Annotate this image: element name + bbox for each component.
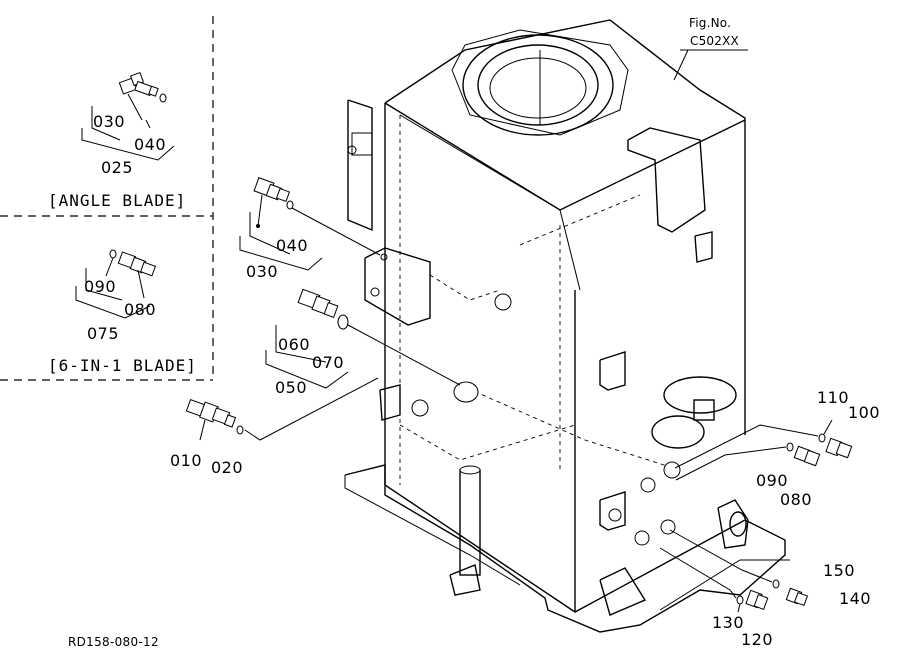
fitting-010-icon xyxy=(185,398,237,428)
housing-body xyxy=(344,19,790,633)
callout-130: 130 xyxy=(712,613,745,632)
seal-090-icon xyxy=(786,442,794,452)
seal-020-icon xyxy=(236,425,244,435)
six-in-one-fitting-icon xyxy=(109,249,156,277)
fitting-080-icon xyxy=(793,445,821,467)
callout-030: 030 xyxy=(246,262,279,281)
seal-110-icon xyxy=(818,433,826,443)
seal-150-icon xyxy=(772,579,780,589)
callout-150: 150 xyxy=(823,561,856,580)
inset-angle-part-030: 030 xyxy=(93,112,126,131)
callout-110: 110 xyxy=(817,388,850,407)
inset-angle-part-025: 025 xyxy=(101,158,134,177)
leader-010 xyxy=(199,377,379,441)
fitting-100-icon xyxy=(825,437,853,459)
callout-140: 140 xyxy=(839,589,872,608)
angle-blade-bracket xyxy=(81,93,175,161)
fitting-140-icon xyxy=(785,587,809,607)
fitting-030-icon xyxy=(253,177,291,228)
angle-blade-fitting-icon xyxy=(118,71,167,103)
angle-blade-caption: [ANGLE BLADE] xyxy=(48,191,187,210)
inset-frame xyxy=(0,16,214,381)
seal-130-icon xyxy=(736,595,744,605)
bracket-050 xyxy=(265,324,461,389)
callout-040: 040 xyxy=(276,236,309,255)
callout-060: 060 xyxy=(278,335,311,354)
callout-050: 050 xyxy=(275,378,308,397)
seal-070-icon xyxy=(337,314,349,330)
drawing-id: RD158-080-12 xyxy=(68,635,159,649)
callout-070: 070 xyxy=(312,353,345,372)
inset-six-part-080: 080 xyxy=(124,300,157,319)
seal-040-icon xyxy=(286,200,294,210)
inset-six-part-075: 075 xyxy=(87,324,120,343)
bracket-030 xyxy=(239,207,381,271)
fitting-060-icon xyxy=(297,288,339,318)
six-in-one-blade-caption: [6-IN-1 BLADE] xyxy=(48,356,197,375)
leaders-right xyxy=(674,419,833,481)
callout-100: 100 xyxy=(848,403,881,422)
callout-020: 020 xyxy=(211,458,244,477)
fig-no-value: C502XX xyxy=(690,34,739,48)
inset-six-part-090: 090 xyxy=(84,277,117,296)
callout-080: 080 xyxy=(780,490,813,509)
six-in-one-bracket xyxy=(75,257,151,319)
leaders-bottom-right xyxy=(659,529,773,613)
fitting-120-icon xyxy=(745,589,769,610)
callout-120: 120 xyxy=(741,630,774,649)
callout-090: 090 xyxy=(756,471,789,490)
inset-angle-part-040: 040 xyxy=(134,135,167,154)
fig-no-leader xyxy=(673,49,748,81)
fig-no-label: Fig.No. xyxy=(689,16,732,30)
callout-010: 010 xyxy=(170,451,203,470)
